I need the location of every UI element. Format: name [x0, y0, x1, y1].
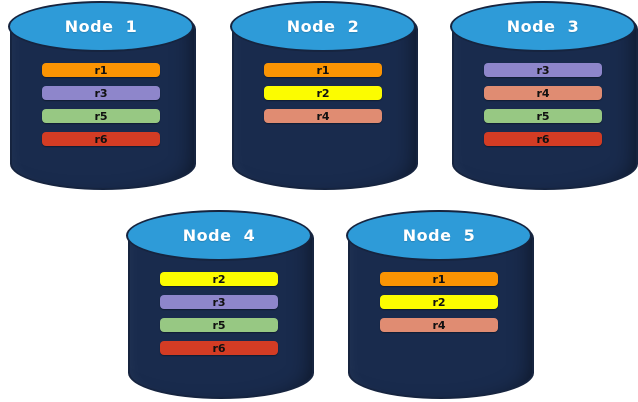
replica-bar-r4[interactable]: r4	[264, 109, 382, 123]
cylinder-top-icon: Node 5	[346, 210, 532, 262]
database-node-1[interactable]: Node 1 r1 r3 r5 r6	[8, 1, 196, 190]
replica-bar-r3[interactable]: r3	[42, 86, 160, 100]
replica-bar-r6[interactable]: r6	[484, 132, 602, 146]
replica-bar-r1[interactable]: r1	[264, 63, 382, 77]
replica-label: r4	[536, 86, 550, 100]
node-label: Node 2	[286, 17, 360, 37]
replica-list: r1 r2 r4	[348, 272, 530, 332]
database-node-3[interactable]: Node 3 r3 r4 r5 r6	[450, 1, 638, 190]
replica-label: r1	[432, 272, 446, 286]
replica-label: r6	[212, 341, 226, 355]
replica-bar-r2[interactable]: r2	[380, 295, 498, 309]
replica-bar-r3[interactable]: r3	[484, 63, 602, 77]
node-label: Node 4	[182, 226, 256, 246]
replica-bar-r6[interactable]: r6	[42, 132, 160, 146]
replica-list: r1 r2 r4	[232, 63, 414, 123]
replica-label: r5	[94, 109, 108, 123]
replica-label: r1	[316, 63, 330, 77]
node-label: Node 1	[64, 17, 138, 37]
database-node-4[interactable]: Node 4 r2 r3 r5 r6	[126, 210, 314, 399]
cylinder-top-icon: Node 2	[230, 1, 416, 53]
replica-list: r3 r4 r5 r6	[452, 63, 634, 146]
database-node-5[interactable]: Node 5 r1 r2 r4	[346, 210, 534, 399]
replica-label: r4	[316, 109, 330, 123]
replica-label: r3	[94, 86, 108, 100]
replica-label: r5	[536, 109, 550, 123]
replica-label: r6	[94, 132, 108, 146]
replica-label: r5	[212, 318, 226, 332]
replica-label: r4	[432, 318, 446, 332]
replica-bar-r2[interactable]: r2	[160, 272, 278, 286]
replica-label: r3	[212, 295, 226, 309]
database-node-2[interactable]: Node 2 r1 r2 r4	[230, 1, 418, 190]
replica-list: r1 r3 r5 r6	[10, 63, 192, 146]
replica-label: r2	[212, 272, 226, 286]
replica-label: r2	[316, 86, 330, 100]
replica-label: r2	[432, 295, 446, 309]
replica-bar-r1[interactable]: r1	[380, 272, 498, 286]
replica-bar-r4[interactable]: r4	[484, 86, 602, 100]
replica-bar-r5[interactable]: r5	[42, 109, 160, 123]
cylinder-top-icon: Node 4	[126, 210, 312, 262]
replica-bar-r3[interactable]: r3	[160, 295, 278, 309]
replica-list: r2 r3 r5 r6	[128, 272, 310, 355]
replica-bar-r2[interactable]: r2	[264, 86, 382, 100]
cylinder-top-icon: Node 3	[450, 1, 636, 53]
node-label: Node 3	[506, 17, 580, 37]
replica-label: r1	[94, 63, 108, 77]
replica-bar-r5[interactable]: r5	[160, 318, 278, 332]
replica-label: r6	[536, 132, 550, 146]
node-label: Node 5	[402, 226, 476, 246]
replica-bar-r5[interactable]: r5	[484, 109, 602, 123]
replica-bar-r6[interactable]: r6	[160, 341, 278, 355]
replica-bar-r1[interactable]: r1	[42, 63, 160, 77]
replica-label: r3	[536, 63, 550, 77]
cylinder-top-icon: Node 1	[8, 1, 194, 53]
replica-bar-r4[interactable]: r4	[380, 318, 498, 332]
